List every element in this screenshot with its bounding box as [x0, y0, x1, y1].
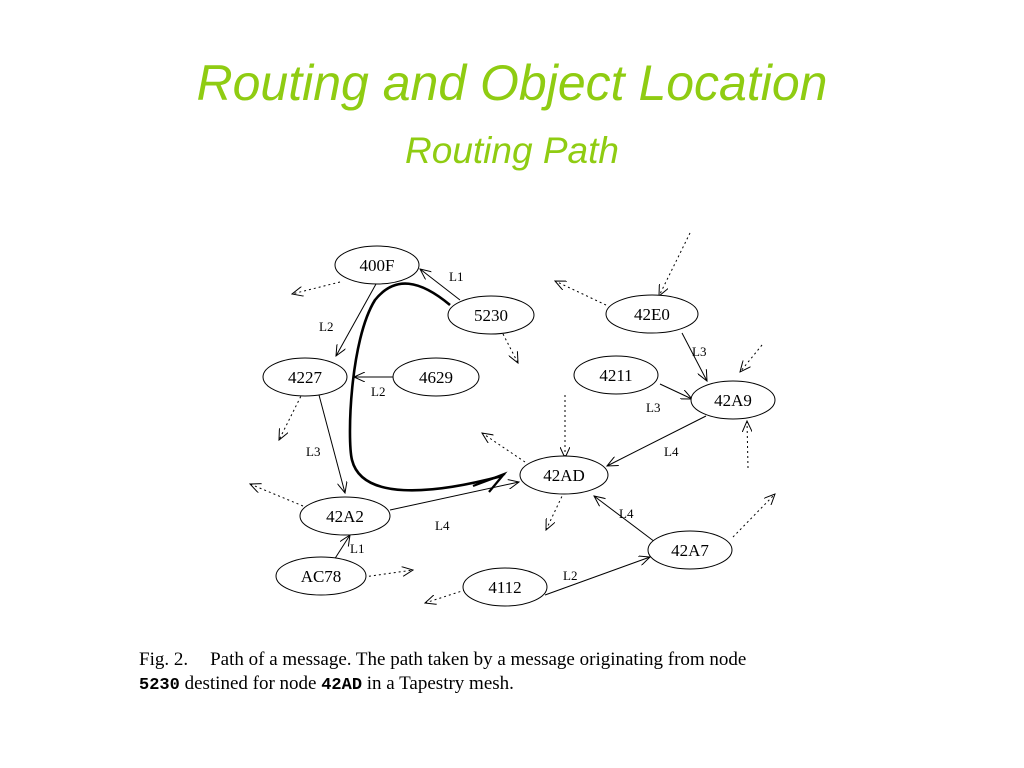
slide-subtitle: Routing Path: [405, 130, 619, 171]
link-AC78-42A2: [333, 535, 350, 561]
edge-label: L2: [319, 319, 333, 334]
node-label-400F: 400F: [360, 256, 395, 275]
node-42A9: [690, 380, 776, 420]
caption-text-middle: destined for node: [184, 673, 317, 694]
link-4227-42A2: [318, 394, 345, 493]
stub-link: [740, 344, 763, 372]
edge-label: L4: [664, 444, 679, 459]
caption-dest-node: 42AD: [321, 676, 363, 695]
link-4112-42A7: [544, 557, 650, 596]
link-5230-400F: [420, 269, 461, 301]
node-4211: [573, 355, 659, 395]
node-label-5230: 5230: [474, 306, 508, 325]
stub-link: [732, 494, 775, 538]
caption-text-before: Path of a message. The path taken by a m…: [210, 649, 747, 670]
node-42A2: [299, 496, 391, 536]
stub-link: [502, 333, 518, 363]
node-42AD: [519, 455, 609, 495]
node-label-AC78: AC78: [301, 567, 342, 586]
stub-link: [292, 281, 341, 294]
node-label-42AD: 42AD: [543, 466, 585, 485]
node-42E0: [605, 294, 699, 334]
edge-label: L3: [646, 400, 660, 415]
message-path: [348, 282, 503, 492]
node-4629: [392, 357, 480, 397]
node-5230: [447, 295, 535, 335]
node-AC78: [275, 556, 367, 596]
edge-label: L2: [563, 568, 577, 583]
message-path-arrowhead: [472, 471, 508, 493]
edge-label: L2: [371, 384, 385, 399]
node-4112: [462, 567, 548, 607]
link-42A2-42AD: [389, 482, 519, 511]
edge-label: L4: [619, 506, 634, 521]
link-42A7-42AD: [594, 496, 656, 543]
node-label-4629: 4629: [419, 368, 453, 387]
node-label-42A9: 42A9: [714, 391, 752, 410]
stub-link: [747, 421, 748, 469]
node-label-4211: 4211: [599, 366, 632, 385]
caption-text-after: in a Tapestry mesh.: [366, 673, 514, 694]
node-42A7: [647, 530, 733, 570]
stub-link: [659, 232, 691, 296]
edge-label: L3: [306, 444, 320, 459]
slide-title: Routing and Object Location: [196, 55, 828, 111]
stub-link: [555, 281, 607, 306]
link-400F-4227: [336, 283, 377, 356]
link-4211-42A9: [659, 383, 692, 399]
node-4227: [262, 357, 348, 397]
node-400F: [334, 245, 420, 285]
edge-label: L3: [692, 344, 706, 359]
edge-label: L1: [449, 269, 463, 284]
caption-source-node: 5230: [139, 676, 180, 695]
routing-diagram: L1 L2 L2 L3 L3 L3 L4 L4 L4 L1 L2 400F 52…: [0, 232, 1024, 607]
node-label-42A7: 42A7: [671, 541, 709, 560]
edge-label: L4: [435, 518, 450, 533]
node-label-4227: 4227: [288, 368, 323, 387]
figure-caption: Fig. 2. Path of a message. The path taken…: [139, 648, 909, 698]
node-label-42A2: 42A2: [326, 507, 364, 526]
stub-link: [425, 589, 466, 603]
stub-link: [250, 484, 304, 507]
stub-link: [363, 570, 413, 578]
edge-label: L1: [350, 541, 364, 556]
link-42E0-42A9: [681, 332, 707, 381]
link-42A9-42AD: [607, 415, 707, 466]
stub-link: [482, 433, 526, 463]
stub-link: [279, 391, 304, 440]
stub-link: [546, 491, 565, 530]
caption-fig-label: Fig. 2.: [139, 649, 189, 670]
node-label-42E0: 42E0: [634, 305, 670, 324]
node-label-4112: 4112: [488, 578, 521, 597]
